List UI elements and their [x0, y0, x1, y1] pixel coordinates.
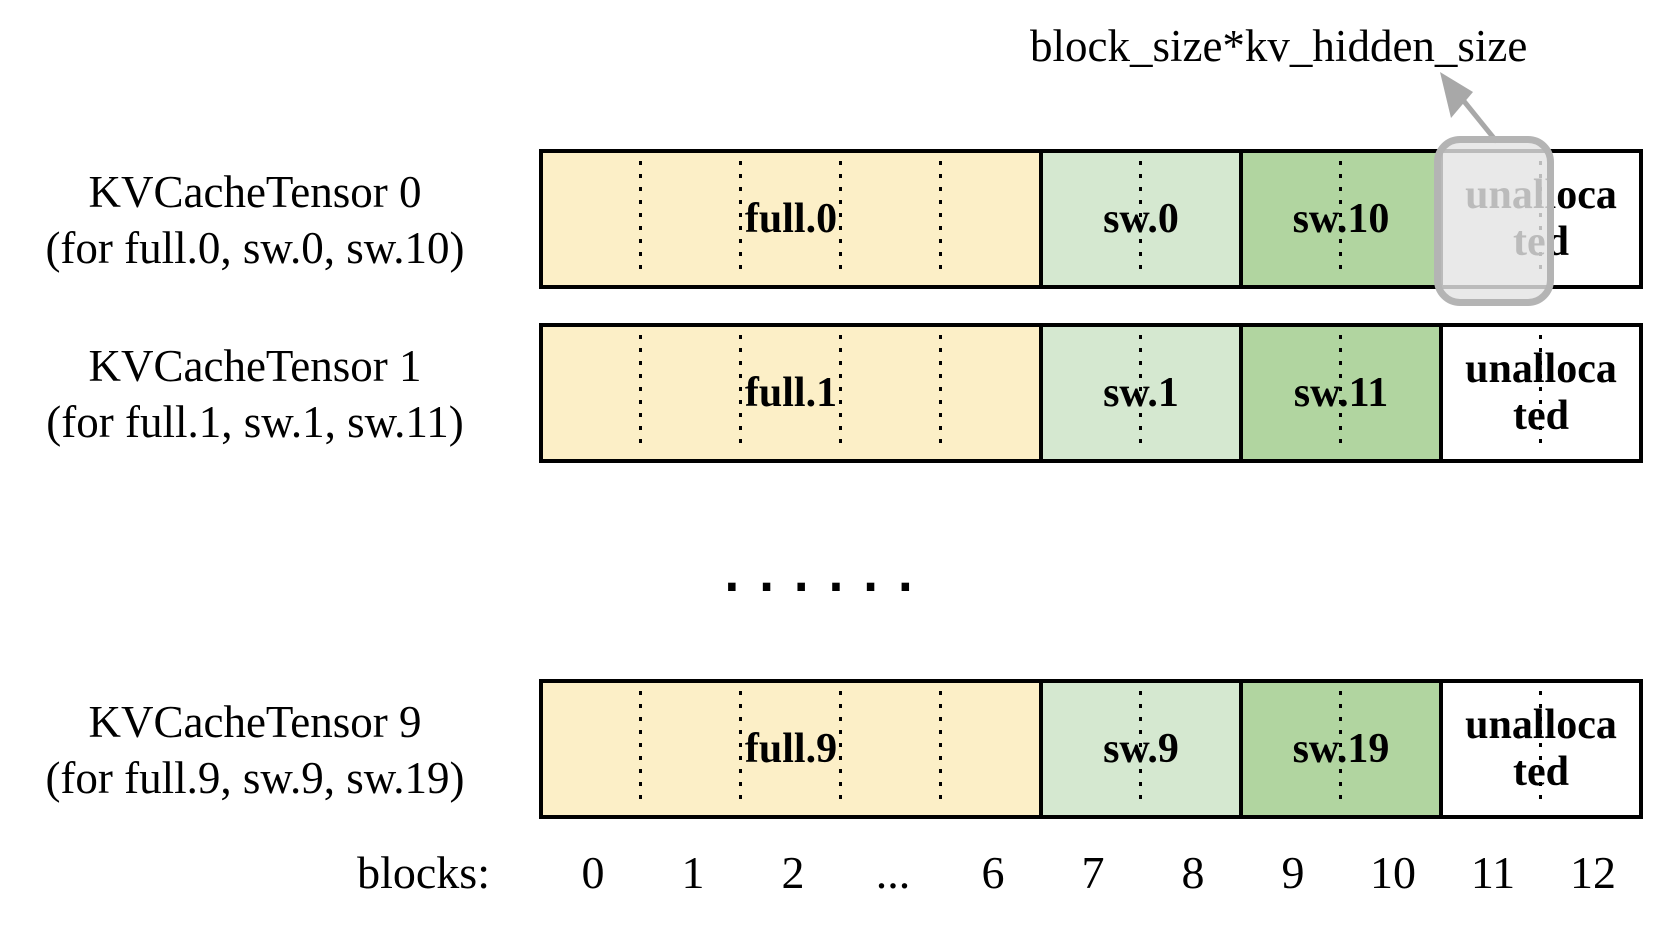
block-divider: [839, 691, 842, 807]
block-divider: [1139, 161, 1142, 277]
block-divider: [739, 335, 742, 451]
row-9-title: KVCacheTensor 9: [88, 697, 422, 747]
row-0-sw-b-segment: sw.10: [1239, 153, 1439, 285]
block-divider: [739, 161, 742, 277]
row-9-unallocated-segment: unalloca ted: [1439, 683, 1639, 815]
axis-tick-12: 12: [1570, 847, 1616, 898]
axis-tick-2: 2: [781, 847, 805, 898]
block-divider: [639, 691, 642, 807]
row-1-subtitle: (for full.1, sw.1, sw.11): [46, 397, 464, 447]
row-0-full-segment: full.0: [543, 153, 1039, 285]
row-9-sw-a-segment: sw.9: [1039, 683, 1239, 815]
block-divider: [1339, 335, 1342, 451]
block-size-annotation-label: block_size*kv_hidden_size: [1030, 21, 1528, 71]
block-divider: [839, 161, 842, 277]
row-0-subtitle: (for full.0, sw.0, sw.10): [45, 223, 465, 273]
row-0-title: KVCacheTensor 0: [88, 167, 422, 217]
axis-tick-0: 0: [581, 847, 605, 898]
row-1-full-segment: full.1: [543, 327, 1039, 459]
block-divider: [1139, 691, 1142, 807]
axis-tick-1: 1: [681, 847, 705, 898]
block-divider: [1539, 335, 1542, 451]
row-9-unallocated-label: unalloca ted: [1465, 702, 1617, 795]
row-9-subtitle: (for full.9, sw.9, sw.19): [45, 753, 465, 803]
row-9-full-label: full.9: [744, 726, 838, 772]
block-divider: [939, 691, 942, 807]
axis-tick-6: 6: [981, 847, 1005, 898]
axis-tick-10: 10: [1370, 847, 1416, 898]
row-1-sw-a-segment: sw.1: [1039, 327, 1239, 459]
blocks-axis-label: blocks:: [357, 847, 490, 898]
row-1-label: KVCacheTensor 1 (for full.1, sw.1, sw.11…: [10, 338, 500, 450]
block-divider: [939, 161, 942, 277]
block-divider: [1339, 691, 1342, 807]
block-divider: [1339, 161, 1342, 277]
block-divider: [639, 335, 642, 451]
axis-tick-9: 9: [1281, 847, 1305, 898]
kv-cache-tensor-1-bar: full.1 sw.1 sw.11 unalloca ted: [539, 323, 1643, 463]
row-1-title: KVCacheTensor 1: [88, 341, 422, 391]
row-1-sw-b-segment: sw.11: [1239, 327, 1439, 459]
block-divider: [839, 335, 842, 451]
row-0-label: KVCacheTensor 0 (for full.0, sw.0, sw.10…: [10, 164, 500, 276]
row-0-full-label: full.0: [744, 196, 838, 242]
block-divider: [939, 335, 942, 451]
row-1-unallocated-segment: unalloca ted: [1439, 327, 1639, 459]
row-0-sw-a-segment: sw.0: [1039, 153, 1239, 285]
block-divider: [639, 161, 642, 277]
block-divider: [1139, 335, 1142, 451]
row-1-unallocated-label: unalloca ted: [1465, 346, 1617, 439]
axis-tick-11: 11: [1470, 847, 1516, 898]
row-9-label: KVCacheTensor 9 (for full.9, sw.9, sw.19…: [10, 694, 500, 806]
kv-cache-tensor-9-bar: full.9 sw.9 sw.19 unalloca ted: [539, 679, 1643, 819]
row-1-full-label: full.1: [744, 370, 838, 416]
row-9-sw-b-segment: sw.19: [1239, 683, 1439, 815]
block-size-highlight-box: [1434, 136, 1554, 306]
axis-tick-8: 8: [1181, 847, 1205, 898]
block-divider: [1539, 691, 1542, 807]
axis-tick-7: 7: [1081, 847, 1105, 898]
rows-ellipsis: ......: [718, 548, 927, 602]
row-9-full-segment: full.9: [543, 683, 1039, 815]
block-divider: [739, 691, 742, 807]
axis-tick-ellipsis: ...: [875, 847, 911, 898]
